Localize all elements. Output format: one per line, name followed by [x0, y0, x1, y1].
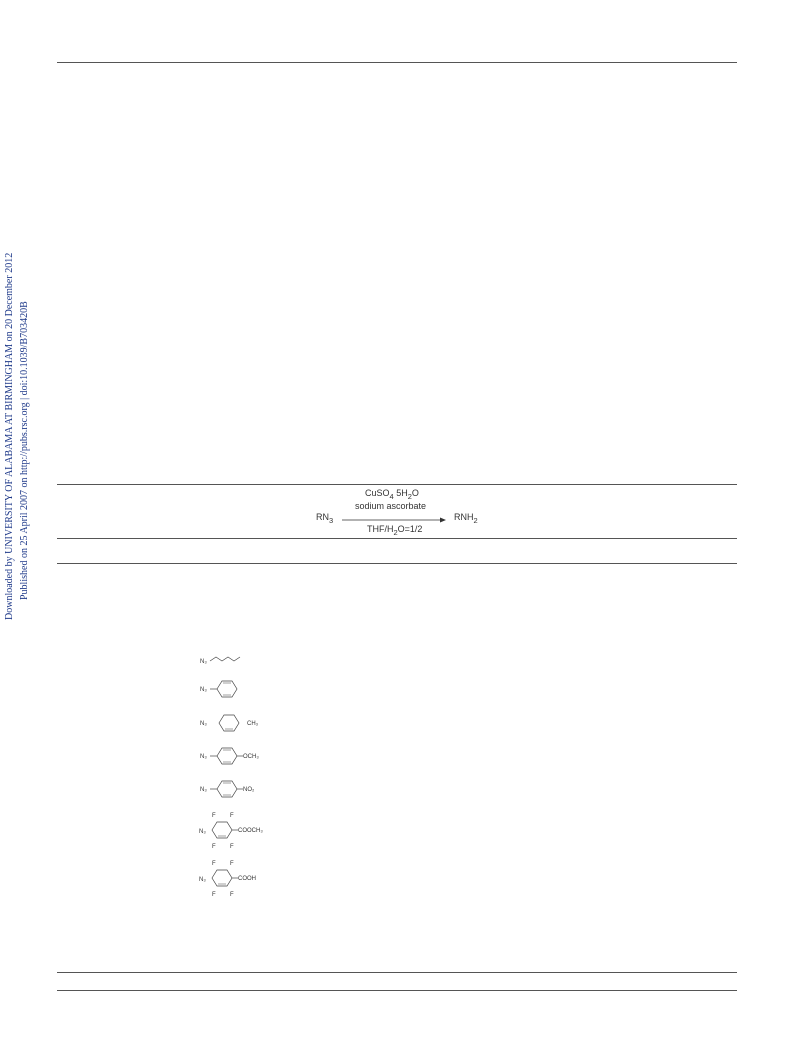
azide-label: N₃ [200, 687, 207, 693]
product-label: RNH2 [454, 512, 478, 525]
substituent-label: COOH [238, 876, 256, 882]
footer-rule [57, 990, 737, 991]
table-top-rule [57, 563, 737, 564]
azide-label: N₃ [200, 659, 207, 665]
reaction-scheme: CuSO4 5H2O sodium ascorbate RN3 RNH2 THF… [300, 488, 500, 537]
publication-notice[interactable]: Published on 25 April 2007 on http://pub… [19, 301, 30, 600]
azide-label: N₃ [199, 829, 206, 835]
structure-methoxyphenyl-azide: N₃ OCH₃ [190, 745, 280, 767]
reactant-label: RN3 [316, 512, 334, 525]
structure-phenyl-azide: N₃ [190, 678, 250, 700]
fluorine-label: F [230, 861, 234, 867]
reaction-arrow [342, 517, 446, 523]
download-watermark: Downloaded by UNIVERSITY OF ALABAMA AT B… [0, 0, 40, 1040]
substituent-label: CH₃ [247, 721, 259, 727]
table-bottom-rule [57, 972, 737, 973]
reagent-copper-sulfate: CuSO4 5H2O [365, 488, 419, 501]
substituent-label: COOCH₃ [238, 828, 263, 834]
substituent-label: NO₂ [243, 787, 255, 793]
fluorine-label: F [230, 844, 234, 850]
structure-tetrafluoro-ester-azide: F F N₃ COOCH₃ F F [190, 810, 290, 852]
scheme-bottom-rule [57, 538, 737, 539]
fluorine-label: F [230, 813, 234, 819]
azide-label: N₃ [200, 721, 207, 727]
top-rule [57, 62, 737, 63]
azide-label: N₃ [199, 877, 206, 883]
fluorine-label: F [212, 813, 216, 819]
structure-methyl-aryl-azide: N₃ CH₃ [190, 712, 270, 734]
substituent-label: OCH₃ [243, 754, 259, 760]
fluorine-label: F [212, 844, 216, 850]
azide-label: N₃ [200, 754, 207, 760]
scheme-top-rule [57, 484, 737, 485]
download-notice[interactable]: Downloaded by UNIVERSITY OF ALABAMA AT B… [4, 252, 15, 620]
azide-label: N₃ [200, 787, 207, 793]
structure-butyl-azide: N₃ [190, 652, 250, 668]
solvent-label: THF/H2O=1/2 [367, 524, 423, 537]
fluorine-label: F [212, 861, 216, 867]
fluorine-label: F [212, 892, 216, 898]
structure-tetrafluoro-acid-azide: F F N₃ COOH F F [190, 858, 290, 900]
fluorine-label: F [230, 892, 234, 898]
structure-nitrophenyl-azide: N₃ NO₂ [190, 778, 280, 800]
reagent-sodium-ascorbate: sodium ascorbate [355, 501, 427, 511]
